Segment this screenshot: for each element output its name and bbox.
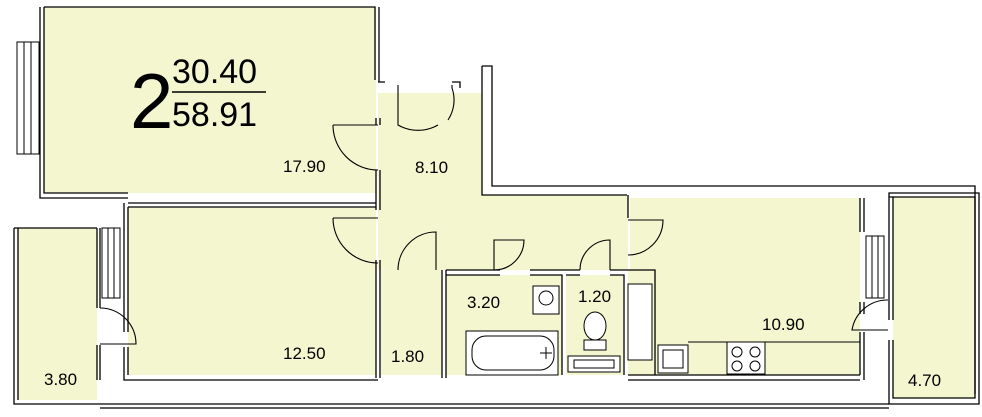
- entrance-walls: [378, 65, 976, 394]
- bedroom-walls: [39, 6, 380, 199]
- room-floors: [18, 7, 975, 400]
- living-room-area: 12.50: [283, 344, 326, 363]
- hall-partition-lower: [375, 260, 447, 378]
- loggia-left-walls: [13, 227, 101, 405]
- closet-floor: [381, 270, 441, 375]
- room-labels: 17.90 8.10 12.50 1.80 3.20 1.20 10.90 3.…: [44, 157, 941, 390]
- door-swing-icon: [397, 85, 439, 131]
- outer-bottom-wall: [100, 403, 889, 409]
- loggia-right-floor: [893, 197, 975, 398]
- bathroom-area: 3.20: [467, 293, 500, 312]
- loggia-left-floor: [18, 228, 97, 400]
- window-icon: [16, 41, 40, 155]
- bathroom-walls: [446, 269, 656, 375]
- window-icon: [101, 227, 121, 299]
- plan-summary: 2 30.40 58.91: [130, 53, 266, 145]
- bathtub-icon: [465, 330, 559, 376]
- stove-icon: [726, 341, 766, 375]
- total-area: 58.91: [172, 96, 257, 134]
- door-swing-icon: [332, 124, 379, 171]
- living-room-floor: [128, 207, 376, 375]
- bedroom-floor: [44, 7, 376, 193]
- toilet-area: 1.20: [578, 287, 611, 306]
- door-swing-icon: [332, 217, 379, 264]
- loggia-left-area: 3.80: [44, 370, 77, 389]
- bedroom-area: 17.90: [283, 157, 326, 176]
- toilet-icon: [567, 311, 621, 373]
- door-swing-icon: [627, 219, 664, 256]
- kitchen-area: 10.90: [762, 315, 805, 334]
- hall-floor: [378, 93, 628, 270]
- door-swing-icon: [851, 299, 889, 331]
- door-swing-icon: [99, 307, 137, 345]
- door-swing-icon: [397, 231, 437, 271]
- door-swing-icon: [447, 85, 455, 121]
- hall-area: 8.10: [415, 158, 448, 177]
- walls: [13, 6, 980, 409]
- living-area: 30.40: [172, 53, 257, 91]
- loggia-right-area: 4.70: [908, 371, 941, 390]
- door-swing-icon: [579, 239, 611, 271]
- living-room-walls: [123, 202, 378, 381]
- loggia-right-walls: [888, 192, 980, 405]
- kitchen-sink-icon: [657, 344, 689, 374]
- window-icon: [865, 235, 885, 299]
- closet-area: 1.80: [391, 347, 424, 366]
- cabinet-icon: [627, 283, 653, 361]
- kitchen-floor: [628, 198, 860, 375]
- doors: [99, 85, 889, 345]
- door-swing-icon: [493, 239, 525, 271]
- room-count: 2: [130, 57, 173, 145]
- fixtures: [465, 283, 860, 376]
- windows: [16, 41, 885, 299]
- hall-partition-upper: [375, 118, 381, 210]
- sink-icon: [532, 285, 560, 315]
